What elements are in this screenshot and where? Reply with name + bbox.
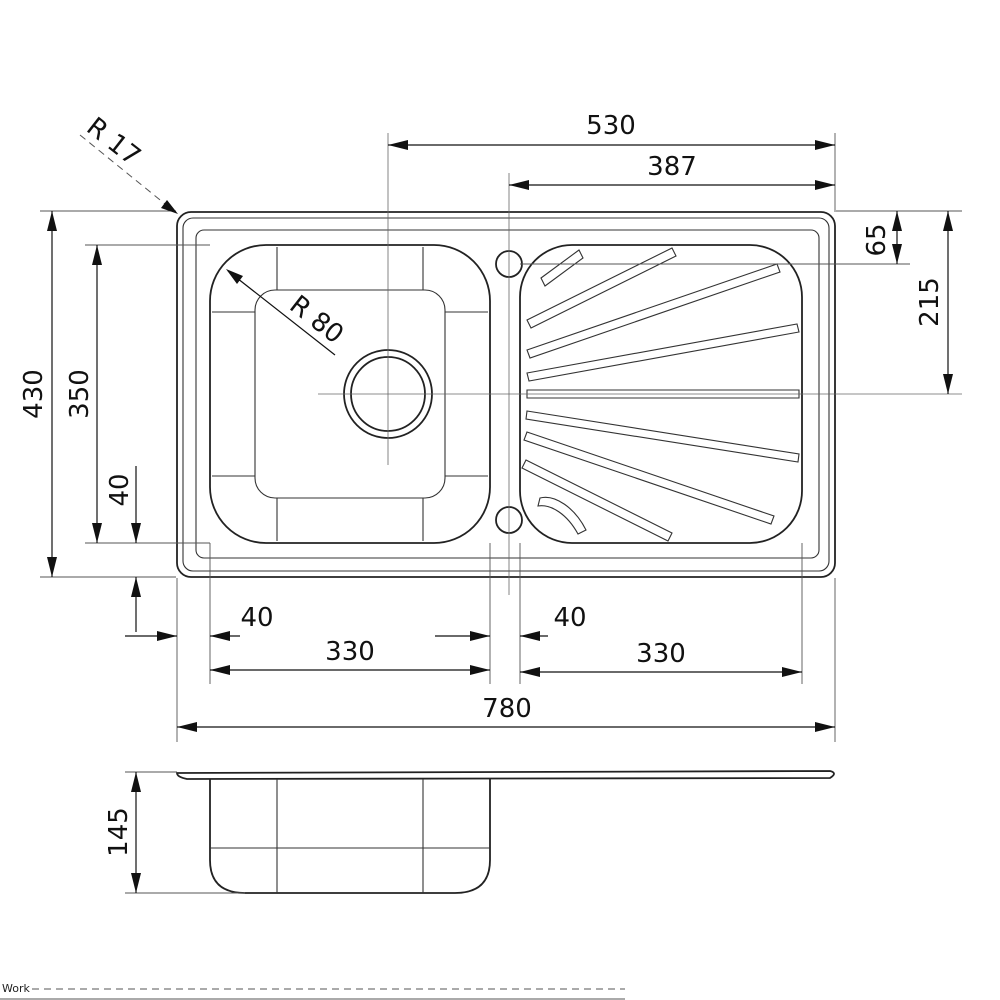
arrow — [131, 772, 141, 792]
arrow — [470, 665, 490, 675]
arrow — [92, 245, 102, 265]
arrow — [943, 374, 953, 394]
r80-arrow — [226, 269, 243, 284]
arrow — [131, 523, 141, 543]
arrow — [520, 667, 540, 677]
sink-top-view — [176, 211, 836, 578]
dim-label-780: 780 — [482, 694, 532, 724]
dim-label-40-left: 40 — [240, 603, 273, 633]
center-lines — [318, 133, 962, 595]
arrow — [388, 140, 408, 150]
dim-330-left: 330 — [210, 631, 490, 675]
arrow — [520, 631, 540, 641]
r17-arrow — [161, 200, 178, 214]
arrow — [177, 722, 197, 732]
r80-leader — [227, 270, 336, 356]
drainer-groove — [521, 459, 673, 542]
side-rim — [176, 770, 835, 780]
arrow — [815, 140, 835, 150]
drainer-groove — [540, 249, 584, 287]
arrow — [210, 631, 230, 641]
dim-530: 530 — [388, 111, 835, 150]
dim-label-350: 350 — [65, 369, 95, 419]
arrow — [47, 557, 57, 577]
arrow — [782, 667, 802, 677]
dim-label-65: 65 — [862, 223, 892, 256]
dim-label-40-right: 40 — [553, 603, 586, 633]
arrow — [943, 211, 953, 231]
dim-label-330-left: 330 — [325, 637, 375, 667]
extension-lines — [40, 133, 962, 742]
dim-387: 387 — [509, 152, 835, 190]
dim-145: 145 — [104, 772, 141, 893]
footer: Work — [0, 982, 625, 1000]
drainer-groove — [525, 410, 800, 463]
dim-label-40-vertical: 40 — [105, 473, 135, 506]
drainer-groove — [526, 323, 800, 382]
arrow — [470, 631, 490, 641]
arrow — [131, 873, 141, 893]
dim-780: 780 — [177, 694, 835, 732]
footer-label: Work — [2, 982, 30, 995]
dim-r17: R 17 — [79, 112, 178, 214]
arrow — [815, 180, 835, 190]
dim-label-215: 215 — [915, 277, 945, 327]
dim-40-vertical: 40 — [105, 466, 141, 632]
dim-label-387: 387 — [647, 152, 697, 182]
arrow — [210, 665, 230, 675]
sink-side-view — [125, 770, 835, 894]
side-bowl — [209, 779, 491, 894]
r17-label: R 17 — [81, 112, 146, 172]
dim-65: 65 — [862, 211, 902, 264]
sink-outer-rim — [176, 211, 836, 578]
arrow — [892, 211, 902, 231]
dim-label-530: 530 — [586, 111, 636, 141]
arrow — [92, 523, 102, 543]
dim-430: 430 — [19, 211, 57, 577]
dim-40-right: 40 — [520, 603, 587, 641]
arrow — [157, 631, 177, 641]
dim-330-right: 330 — [520, 639, 802, 677]
r17-leader — [79, 134, 171, 209]
dim-label-430: 430 — [19, 369, 49, 419]
drainer-grooves — [521, 247, 800, 542]
drainer-groove — [523, 431, 775, 525]
dim-40-left: 40 — [125, 603, 274, 641]
sink-inner-rim — [182, 217, 830, 572]
dim-label-330-right: 330 — [636, 639, 686, 669]
drainer-groove — [537, 496, 587, 535]
arrow — [509, 180, 529, 190]
arrow — [892, 244, 902, 264]
dim-215: 215 — [915, 211, 953, 394]
arrow — [131, 577, 141, 597]
dim-label-145: 145 — [104, 807, 134, 857]
dim-350: 350 — [65, 245, 102, 543]
arrow — [47, 211, 57, 231]
arrow — [815, 722, 835, 732]
drainer-groove — [526, 263, 781, 359]
drainer-groove — [526, 247, 677, 329]
drainer-groove — [526, 389, 800, 399]
